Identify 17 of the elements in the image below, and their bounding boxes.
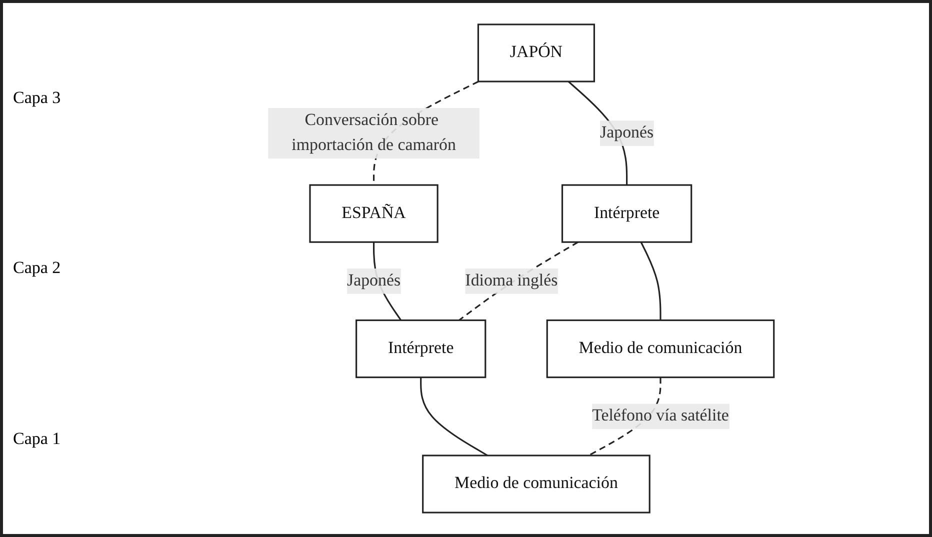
edge-label: Teléfono vía satélite (592, 406, 729, 425)
connector (458, 241, 579, 321)
edge-label: Japonés (347, 272, 401, 290)
node-box: ESPAÑA (309, 184, 438, 243)
node-box: JAPÓN (477, 24, 596, 82)
layer-label: Capa 3 (13, 88, 62, 108)
connector (640, 242, 662, 320)
layer-label: Capa 2 (13, 258, 62, 278)
edge-label: Idioma inglés (465, 272, 558, 290)
node-box: Medio de comunicación (422, 454, 650, 514)
node-box: Intérprete (356, 319, 486, 378)
connector (420, 377, 488, 456)
node-box: Intérprete (561, 184, 692, 243)
edge-label: Conversación sobre importación de camarón (292, 111, 456, 154)
node-box: Medio de comunicación (546, 319, 775, 378)
layer-label: Capa 1 (13, 428, 62, 449)
edge-label: Japonés (600, 124, 654, 142)
